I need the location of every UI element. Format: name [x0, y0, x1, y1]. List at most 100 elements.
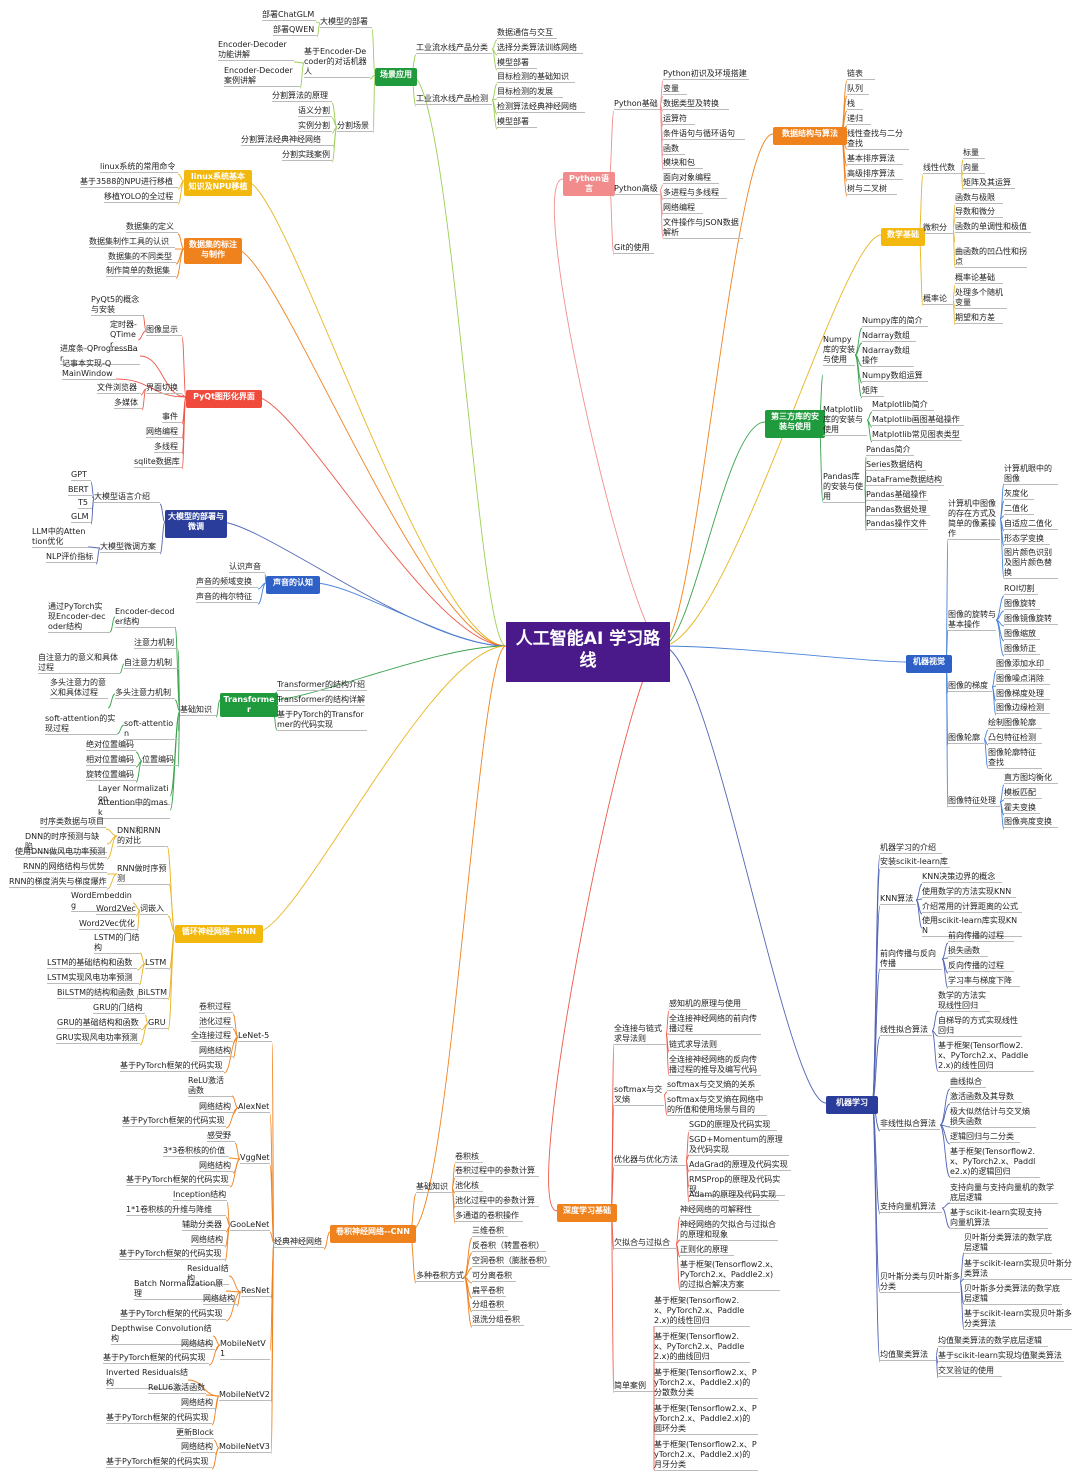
- topic-node: 学习率与梯度下降: [948, 976, 1020, 987]
- connector: [255, 396, 507, 647]
- connector: [675, 1216, 681, 1245]
- topic-node: 基于框架(Tensorflow2.x、PyTorch2.x、Paddle2.x)…: [654, 1404, 758, 1435]
- connector: [369, 74, 376, 80]
- topic-node: 三维卷积: [472, 1226, 508, 1237]
- topic-node: Numpy库的安装与使用: [823, 335, 855, 366]
- connector: [245, 180, 507, 647]
- topic-node: 语义分割: [298, 106, 332, 117]
- topic-node: 线性代数: [923, 163, 961, 174]
- connector: [661, 133, 774, 647]
- topic-node: 贝叶斯多分类算法的数学底层逻辑: [964, 1284, 1062, 1305]
- topic-node: 树与二叉树: [847, 184, 897, 195]
- topic-node: 多媒体: [114, 398, 142, 409]
- connector: [665, 1033, 670, 1076]
- topic-node: Adam的原理及代码实现: [689, 1190, 779, 1201]
- connector: [931, 1030, 939, 1072]
- topic-node: 声音的梅尔特征: [196, 592, 258, 603]
- topic-node: 标量: [963, 148, 985, 159]
- connector: [548, 645, 663, 1212]
- topic-node: 曲线拟合: [950, 1077, 986, 1088]
- topic-node: 神经网络的可解释性: [680, 1205, 760, 1216]
- topic-node: 卷积过程中的参数计算: [455, 1166, 539, 1177]
- branch-node: 数据集的标注与制作: [184, 238, 242, 264]
- topic-node: 基于PyTorch框架的代码实现: [120, 1061, 224, 1072]
- connector: [132, 902, 141, 911]
- topic-node: 自适应二值化: [1004, 519, 1058, 530]
- connector: [959, 1252, 965, 1283]
- topic-node: 图像的梯度: [948, 681, 992, 692]
- topic-node: 基于PyTorch框架的代码实现: [122, 1116, 226, 1127]
- connector: [941, 1202, 951, 1209]
- topic-node: 图像矫正: [1004, 644, 1040, 655]
- topic-node: BiLSTM的结构和函数: [57, 988, 137, 999]
- topic-node: 导数和微分: [955, 207, 1003, 218]
- connector: [316, 22, 321, 38]
- topic-node: Transformer的结构介绍: [277, 680, 367, 691]
- topic-node: softmax与交叉熵在网络中的所值和使用场景与目的: [667, 1095, 767, 1116]
- topic-node: 均值聚类算法的数学底层逻辑: [938, 1336, 1048, 1347]
- topic-node: RNN的梯度消失与梯度爆炸: [9, 877, 107, 888]
- topic-node: GRU: [148, 1018, 168, 1029]
- topic-node: Python初识及环境搭建: [663, 69, 749, 80]
- topic-node: 函数: [663, 144, 685, 155]
- topic-node: SGD+Momentum的原理及代码实现: [689, 1135, 789, 1156]
- topic-node: 辅助分类器: [182, 1220, 226, 1231]
- topic-node: 线性查找与二分查找: [847, 129, 909, 150]
- topic-node: softmax与交叉熵的关系: [667, 1080, 759, 1091]
- topic-node: BiLSTM: [138, 988, 168, 999]
- topic-node: MobileNetV2: [219, 1390, 271, 1401]
- connector: [136, 963, 146, 971]
- connector: [136, 909, 141, 932]
- topic-node: 实例分割: [298, 121, 332, 132]
- connector: [215, 699, 221, 718]
- topic-node: 经典神经网络: [274, 1237, 324, 1248]
- topic-node: 目标检测的发展: [497, 87, 563, 98]
- connector: [177, 180, 185, 205]
- topic-node: 队列: [847, 84, 869, 95]
- topic-node: 模型部署: [497, 58, 537, 69]
- topic-node: Pandas库的安装与使用: [823, 472, 865, 503]
- connector: [939, 1103, 951, 1126]
- topic-node: 自梯导的方式实现线性回归: [938, 1016, 1022, 1037]
- topic-node: 自注意力的意义和具体过程: [38, 653, 120, 674]
- topic-node: Pandas简介: [866, 445, 914, 456]
- topic-node: 线性拟合算法: [880, 1025, 932, 1036]
- topic-node: 损失函数: [948, 946, 988, 957]
- connector: [141, 388, 147, 411]
- topic-node: Layer Normalization: [98, 784, 170, 805]
- connector: [174, 626, 181, 712]
- topic-node: BERT: [68, 485, 92, 496]
- topic-node: 文件操作与JSON数据解析: [663, 218, 743, 239]
- topic-node: 介绍常用的计算距离的公式: [922, 902, 1022, 913]
- topic-node: 选择分类算法训练网络: [497, 43, 583, 54]
- connector: [959, 1281, 965, 1330]
- connector: [109, 616, 116, 633]
- topic-node: 交叉验证的使用: [938, 1366, 1002, 1377]
- topic-node: 优化器与优化方法: [614, 1155, 686, 1166]
- topic-node: 处理多个随机变量: [955, 288, 1007, 309]
- connector: [106, 835, 118, 860]
- topic-node: Numpy库的简介: [862, 316, 928, 327]
- topic-node: 使用数学的方法实现KNN: [922, 887, 1016, 898]
- topic-node: PyQt5的概念与安装: [91, 295, 143, 316]
- topic-node: Python基础: [614, 99, 660, 110]
- topic-node: 均值聚类算法: [880, 1350, 936, 1361]
- topic-node: LeNet-5: [238, 1031, 272, 1042]
- connector: [372, 74, 376, 134]
- connector: [228, 1275, 242, 1293]
- topic-node: Encoder-Decoder功能讲解: [218, 40, 294, 61]
- connector: [409, 645, 507, 1233]
- topic-node: 图像轮廓: [948, 733, 984, 744]
- topic-node: 基于PyTorch框架的代码实现: [106, 1457, 212, 1468]
- topic-node: Python高级: [614, 184, 660, 195]
- connector: [553, 178, 663, 647]
- topic-node: 旋转位置编码: [86, 770, 136, 781]
- topic-node: 全连接神经网络的反向传播过程的推导及编写代码: [669, 1055, 761, 1076]
- connector: [205, 1394, 220, 1397]
- topic-node: 部署QWEN: [273, 25, 317, 36]
- connector: [235, 248, 507, 647]
- connector: [871, 1102, 881, 1363]
- topic-node: 计算机眼中的图像: [1004, 464, 1058, 485]
- connector: [864, 486, 867, 532]
- topic-node: 分割实践案例: [282, 150, 332, 161]
